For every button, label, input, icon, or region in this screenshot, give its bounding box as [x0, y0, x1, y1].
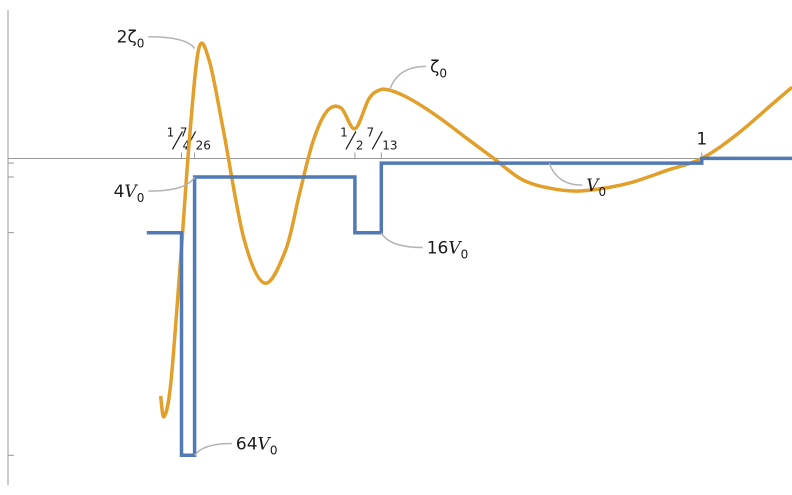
x-tick-whole: 1 — [696, 129, 707, 149]
series-1-line — [146, 156, 792, 458]
x-tick-numerator: 7 — [180, 125, 188, 139]
annotation-leader-3 — [548, 162, 583, 186]
x-tick-denominator: 4 — [182, 138, 190, 152]
x-tick-fraction-slash — [345, 131, 357, 150]
x-tick-numerator: 7 — [366, 125, 374, 139]
annotation-label-3: V0 — [586, 176, 606, 199]
annotation-leader-0 — [148, 35, 196, 50]
annotation-label-1: ζ0 — [430, 57, 447, 80]
x-tick-fraction-slash — [171, 131, 183, 150]
x-tick-label-4: 1 — [696, 129, 707, 149]
x-tick-label-2: 12 — [340, 125, 363, 152]
annotation-label-0: 2ζ0 — [117, 28, 145, 51]
annotation-label-5: 64V0 — [236, 434, 278, 457]
annotation-leader-4 — [380, 232, 423, 249]
x-tick-label-3: 7 13 — [366, 125, 397, 152]
x-tick-denominator: 2 — [356, 138, 364, 152]
x-tick-fraction-slash — [371, 131, 383, 150]
x-tick-denominator: 13 — [382, 138, 397, 152]
x-tick-label-0: 14 — [167, 125, 190, 152]
annotation-leader-2 — [148, 176, 196, 192]
annotation-leader-1 — [388, 65, 427, 91]
x-tick-numerator: 1 — [340, 125, 348, 139]
x-tick-numerator: 1 — [167, 125, 175, 139]
series-0-line — [158, 41, 792, 419]
annotation-label-2: 4V0 — [114, 182, 145, 205]
x-tick-denominator: 26 — [196, 138, 211, 152]
annotation-label-4: 16V0 — [427, 239, 469, 262]
annotation-leader-5 — [194, 442, 232, 456]
